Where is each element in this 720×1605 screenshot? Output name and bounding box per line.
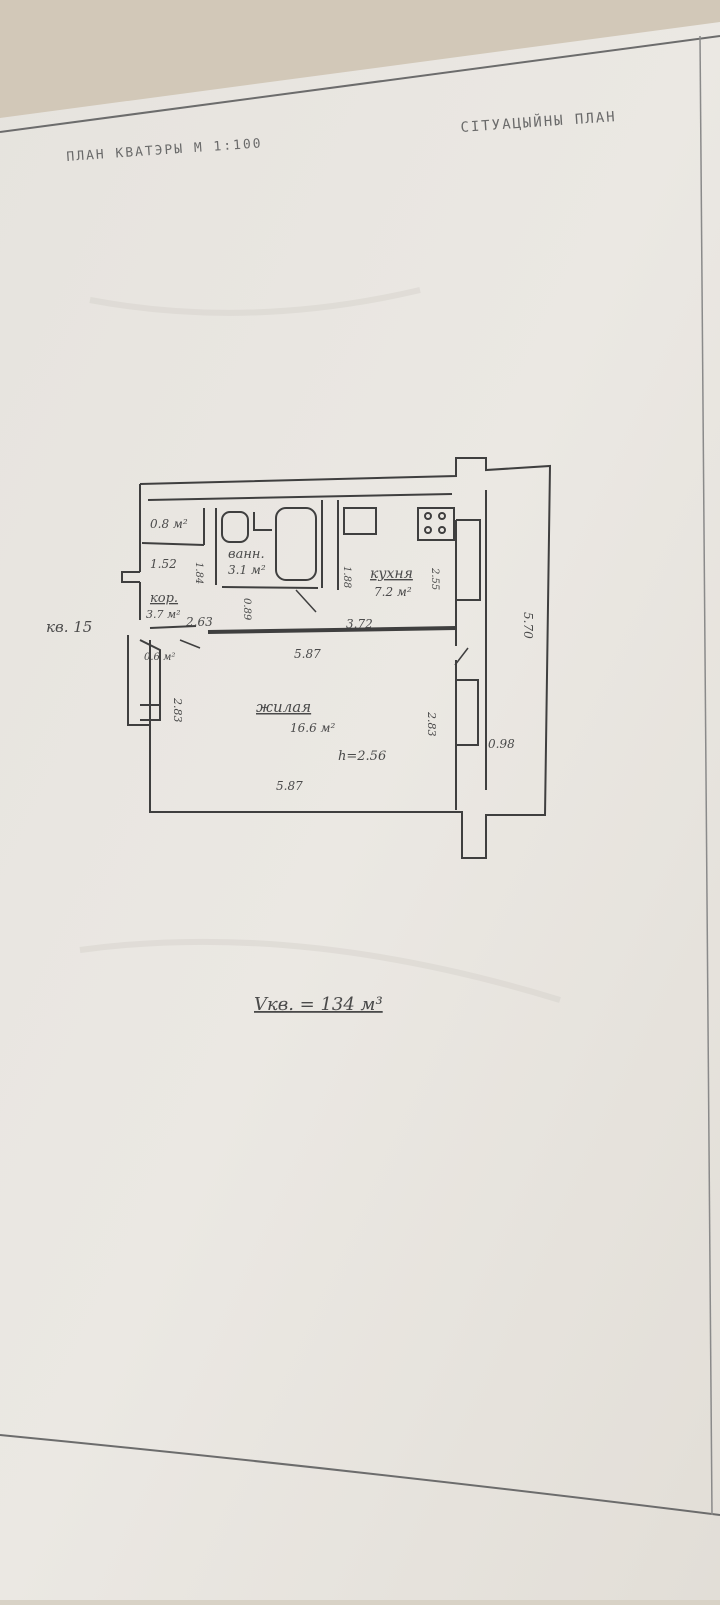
door-swing: [454, 647, 469, 666]
dim-587-bottom: 5.87: [276, 779, 303, 793]
burner: [424, 512, 432, 520]
dim-098: 0.98: [488, 737, 515, 751]
volume-label: Vкв. = 134 м³: [254, 994, 383, 1015]
living-name: жилая: [256, 698, 311, 716]
dim-570: 5.70: [521, 612, 535, 639]
storage-area: 0.6 м²: [144, 652, 175, 663]
burner: [424, 526, 432, 534]
living-window: [456, 679, 479, 746]
closet-bottom: [141, 542, 205, 546]
sink-fixture: [221, 511, 249, 543]
plan-labels: кв. 15 0.8 м² 1.52 1.84 ванн. 3.1 м² 1.8…: [46, 517, 535, 1015]
burner: [438, 512, 446, 520]
frame-bottom-line: [0, 1434, 720, 1516]
dim-188: 1.88: [341, 566, 352, 588]
apartment-label: кв. 15: [46, 618, 92, 636]
dim-587-top: 5.87: [294, 647, 321, 661]
closet-area: 0.8 м²: [150, 517, 188, 531]
frame-right-line: [699, 35, 713, 1516]
storage-shelf: [140, 704, 161, 721]
floor-plan: [121, 457, 552, 859]
kitchen-sink-fixture: [343, 507, 377, 535]
paper-crease: [79, 938, 561, 1003]
corridor-area: 3.7 м²: [146, 608, 181, 621]
paper-crease: [89, 287, 421, 316]
dim-255: 2.55: [429, 567, 440, 590]
door-swing: [295, 589, 317, 613]
stove-fixture: [417, 507, 455, 541]
toilet-fixture: [253, 512, 272, 531]
door-swing: [179, 639, 201, 649]
kitchen-area: 7.2 м²: [374, 585, 412, 599]
bath-bottom-wall: [221, 586, 319, 589]
living-top-wall: [207, 626, 457, 634]
bath-name: ванн.: [228, 547, 265, 562]
frame-top-line: [0, 35, 720, 133]
dim-372: 3.72: [346, 617, 373, 631]
dim-152: 1.52: [150, 557, 177, 571]
living-height: h=2.56: [338, 749, 386, 764]
dim-283-left: 2.83: [171, 697, 184, 723]
dim-283-right: 2.83: [425, 711, 438, 737]
corridor-wall: [149, 625, 197, 629]
dim-089: 0.89: [241, 598, 252, 621]
corridor-name: кор.: [150, 591, 178, 606]
outer-wall: [139, 457, 552, 859]
living-area: 16.6 м²: [290, 721, 335, 735]
burner: [438, 526, 446, 534]
dim-184: 1.84: [193, 562, 204, 584]
wall-stub: [121, 571, 140, 583]
bathtub-fixture: [275, 507, 317, 581]
dim-263: 2.63: [185, 615, 213, 629]
kitchen-name: кухня: [370, 566, 413, 582]
inner-wall-top: [147, 493, 453, 501]
kitchen-window: [456, 519, 481, 601]
bath-area: 3.1 м²: [228, 563, 266, 577]
